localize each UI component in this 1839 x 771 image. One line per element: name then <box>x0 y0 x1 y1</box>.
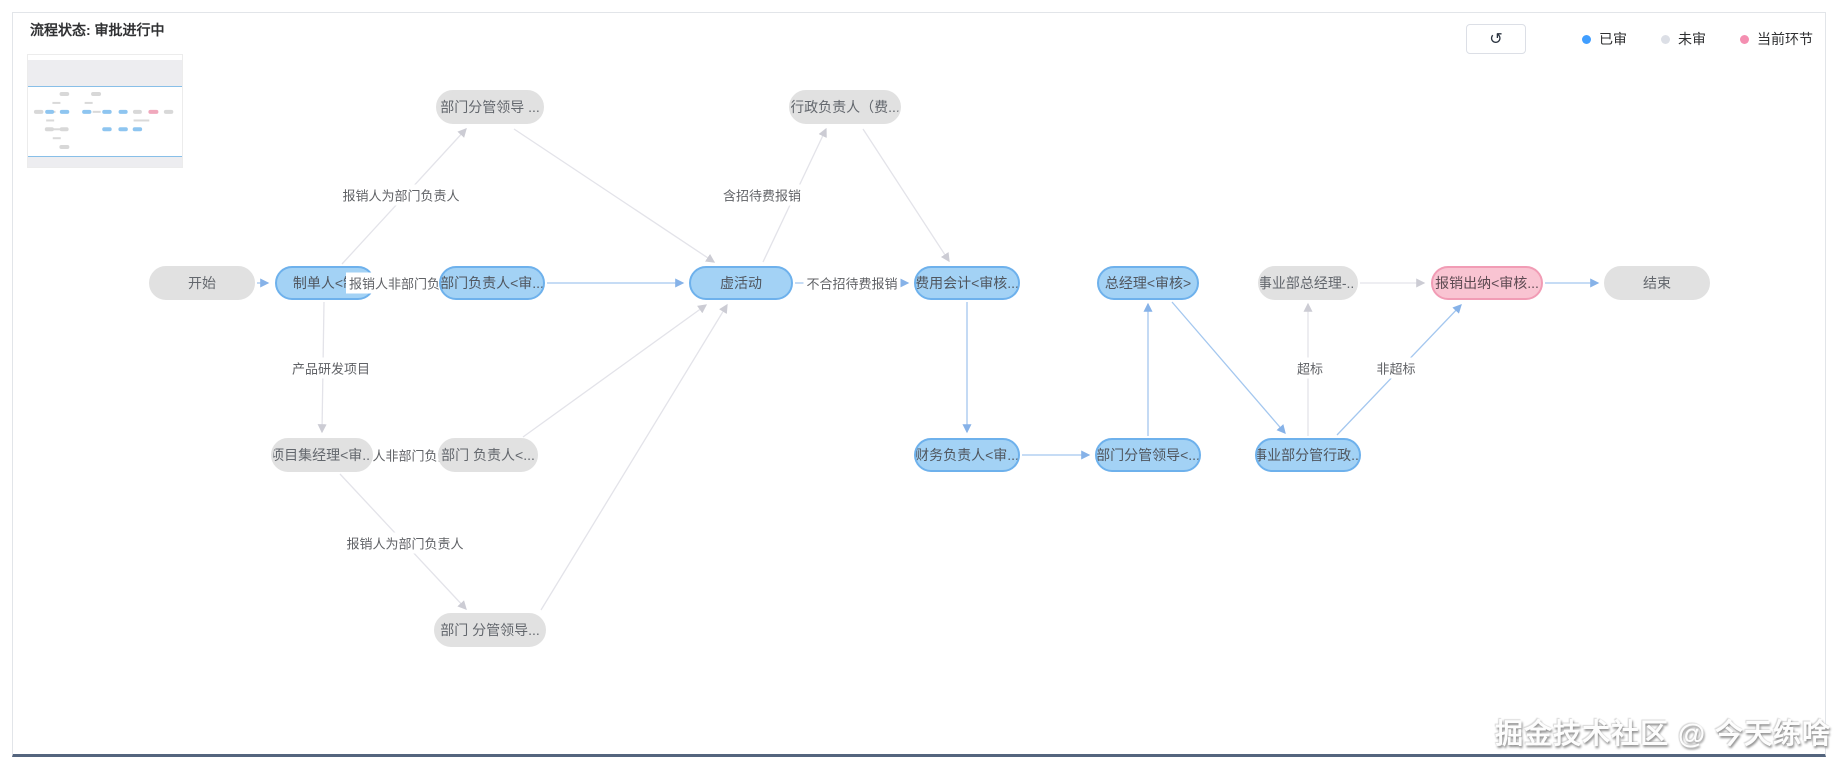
flow-node-dept-head-1[interactable]: 部门负责人<审... <box>439 266 545 300</box>
flow-node-dept-exec-top[interactable]: 部门分管领导 ... <box>436 90 544 124</box>
flow-node-start[interactable]: 开始 <box>149 266 255 300</box>
minimap-node <box>118 127 128 132</box>
minimap-label-mark <box>84 101 93 104</box>
flow-panel <box>12 12 1826 757</box>
flow-node-division-gm[interactable]: 事业部总经理-... <box>1258 266 1358 300</box>
flow-node-dept-head-2[interactable]: 部门 负责人<... <box>438 438 538 472</box>
minimap-node <box>91 92 102 96</box>
reviewed-dot-icon <box>1582 34 1591 44</box>
minimap-label-mark <box>52 128 61 131</box>
legend-label: 已审 <box>1599 31 1627 47</box>
edge-label: 报销人为部门负责人 <box>339 184 463 206</box>
minimap-band <box>28 60 182 86</box>
reset-view-button[interactable]: ↺ <box>1466 24 1526 54</box>
edge-label: 产品研发项目 <box>288 357 374 379</box>
minimap-nodes <box>33 92 174 150</box>
flow-node-general-manager[interactable]: 总经理<审核> <box>1097 266 1199 300</box>
flow-node-division-admin[interactable]: 事业部分管行政... <box>1255 438 1361 472</box>
edge-label: 非超标 <box>1373 357 1419 379</box>
legend: 已审 未审 当前环节 <box>1548 29 1813 49</box>
flow-node-dept-exec-bottom[interactable]: 部门 分管领导... <box>434 613 546 647</box>
process-status-title: 流程状态: 审批进行中 <box>30 22 165 38</box>
minimap-node <box>102 109 112 114</box>
minimap-label-mark <box>52 101 61 104</box>
minimap-node <box>148 109 159 114</box>
flow-node-admin-head[interactable]: 行政负责人（费... <box>789 90 901 124</box>
reset-icon: ↺ <box>1489 31 1503 48</box>
toolbar: ↺ 已审 未审 当前环节 <box>1466 24 1813 54</box>
minimap-node <box>59 109 70 114</box>
minimap-label-mark <box>52 137 61 140</box>
minimap-node <box>118 109 128 114</box>
flow-node-finance-head[interactable]: 财务负责人<审... <box>914 438 1020 472</box>
minimap-node <box>132 127 143 132</box>
minimap-label-mark <box>46 119 55 122</box>
watermark: 掘金技术社区 @ 今天练啥 <box>1495 718 1831 749</box>
minimap-node <box>59 145 70 150</box>
minimap-node <box>59 92 70 96</box>
flow-edge <box>513 128 716 263</box>
flow-node-dept-exec-2[interactable]: 部门分管领导<... <box>1095 438 1201 472</box>
minimap-node <box>102 127 112 132</box>
flow-node-virtual-activity[interactable]: 虚活动 <box>689 266 793 300</box>
legend-label: 当前环节 <box>1757 31 1813 47</box>
edge-label: 报销人为部门负责人 <box>343 532 467 554</box>
edge-label: 超标 <box>1293 357 1327 379</box>
flow-node-cashier[interactable]: 报销出纳<审核... <box>1431 266 1543 300</box>
minimap-divider <box>28 86 182 87</box>
minimap-node <box>132 109 142 114</box>
minimap-divider <box>28 156 182 157</box>
flow-edge <box>862 128 950 263</box>
edge-label: 含招待费报销 <box>719 184 805 206</box>
minimap-node <box>163 109 174 114</box>
minimap-label-mark <box>133 119 142 122</box>
flow-edge <box>1171 301 1286 434</box>
legend-label: 未审 <box>1678 31 1706 47</box>
edge-label: 报销人非部门负责人 <box>346 272 470 294</box>
legend-item-unreviewed: 未审 <box>1661 29 1706 49</box>
flow-edge <box>540 303 728 611</box>
minimap-band <box>28 157 182 167</box>
minimap-label-mark <box>141 119 150 122</box>
minimap-node <box>82 109 92 114</box>
flow-node-expense-accountant[interactable]: 费用会计<审核... <box>914 266 1020 300</box>
legend-item-reviewed: 已审 <box>1582 29 1627 49</box>
unreviewed-dot-icon <box>1661 34 1670 44</box>
edge-label: 不合招待费报销 <box>803 272 901 294</box>
current-dot-icon <box>1740 34 1749 44</box>
legend-item-current: 当前环节 <box>1740 29 1813 49</box>
flow-node-end[interactable]: 结束 <box>1604 266 1710 300</box>
flow-edge <box>522 304 708 438</box>
flow-node-program-manager[interactable]: 项目集经理<审... <box>271 438 373 472</box>
minimap-node <box>44 127 54 132</box>
minimap-node <box>33 109 44 114</box>
edge-label: 报销人非部门负责人 <box>343 444 467 466</box>
minimap-label-mark <box>92 110 101 113</box>
minimap-node <box>59 127 69 132</box>
minimap-node <box>45 109 55 114</box>
minimap[interactable] <box>27 54 183 168</box>
